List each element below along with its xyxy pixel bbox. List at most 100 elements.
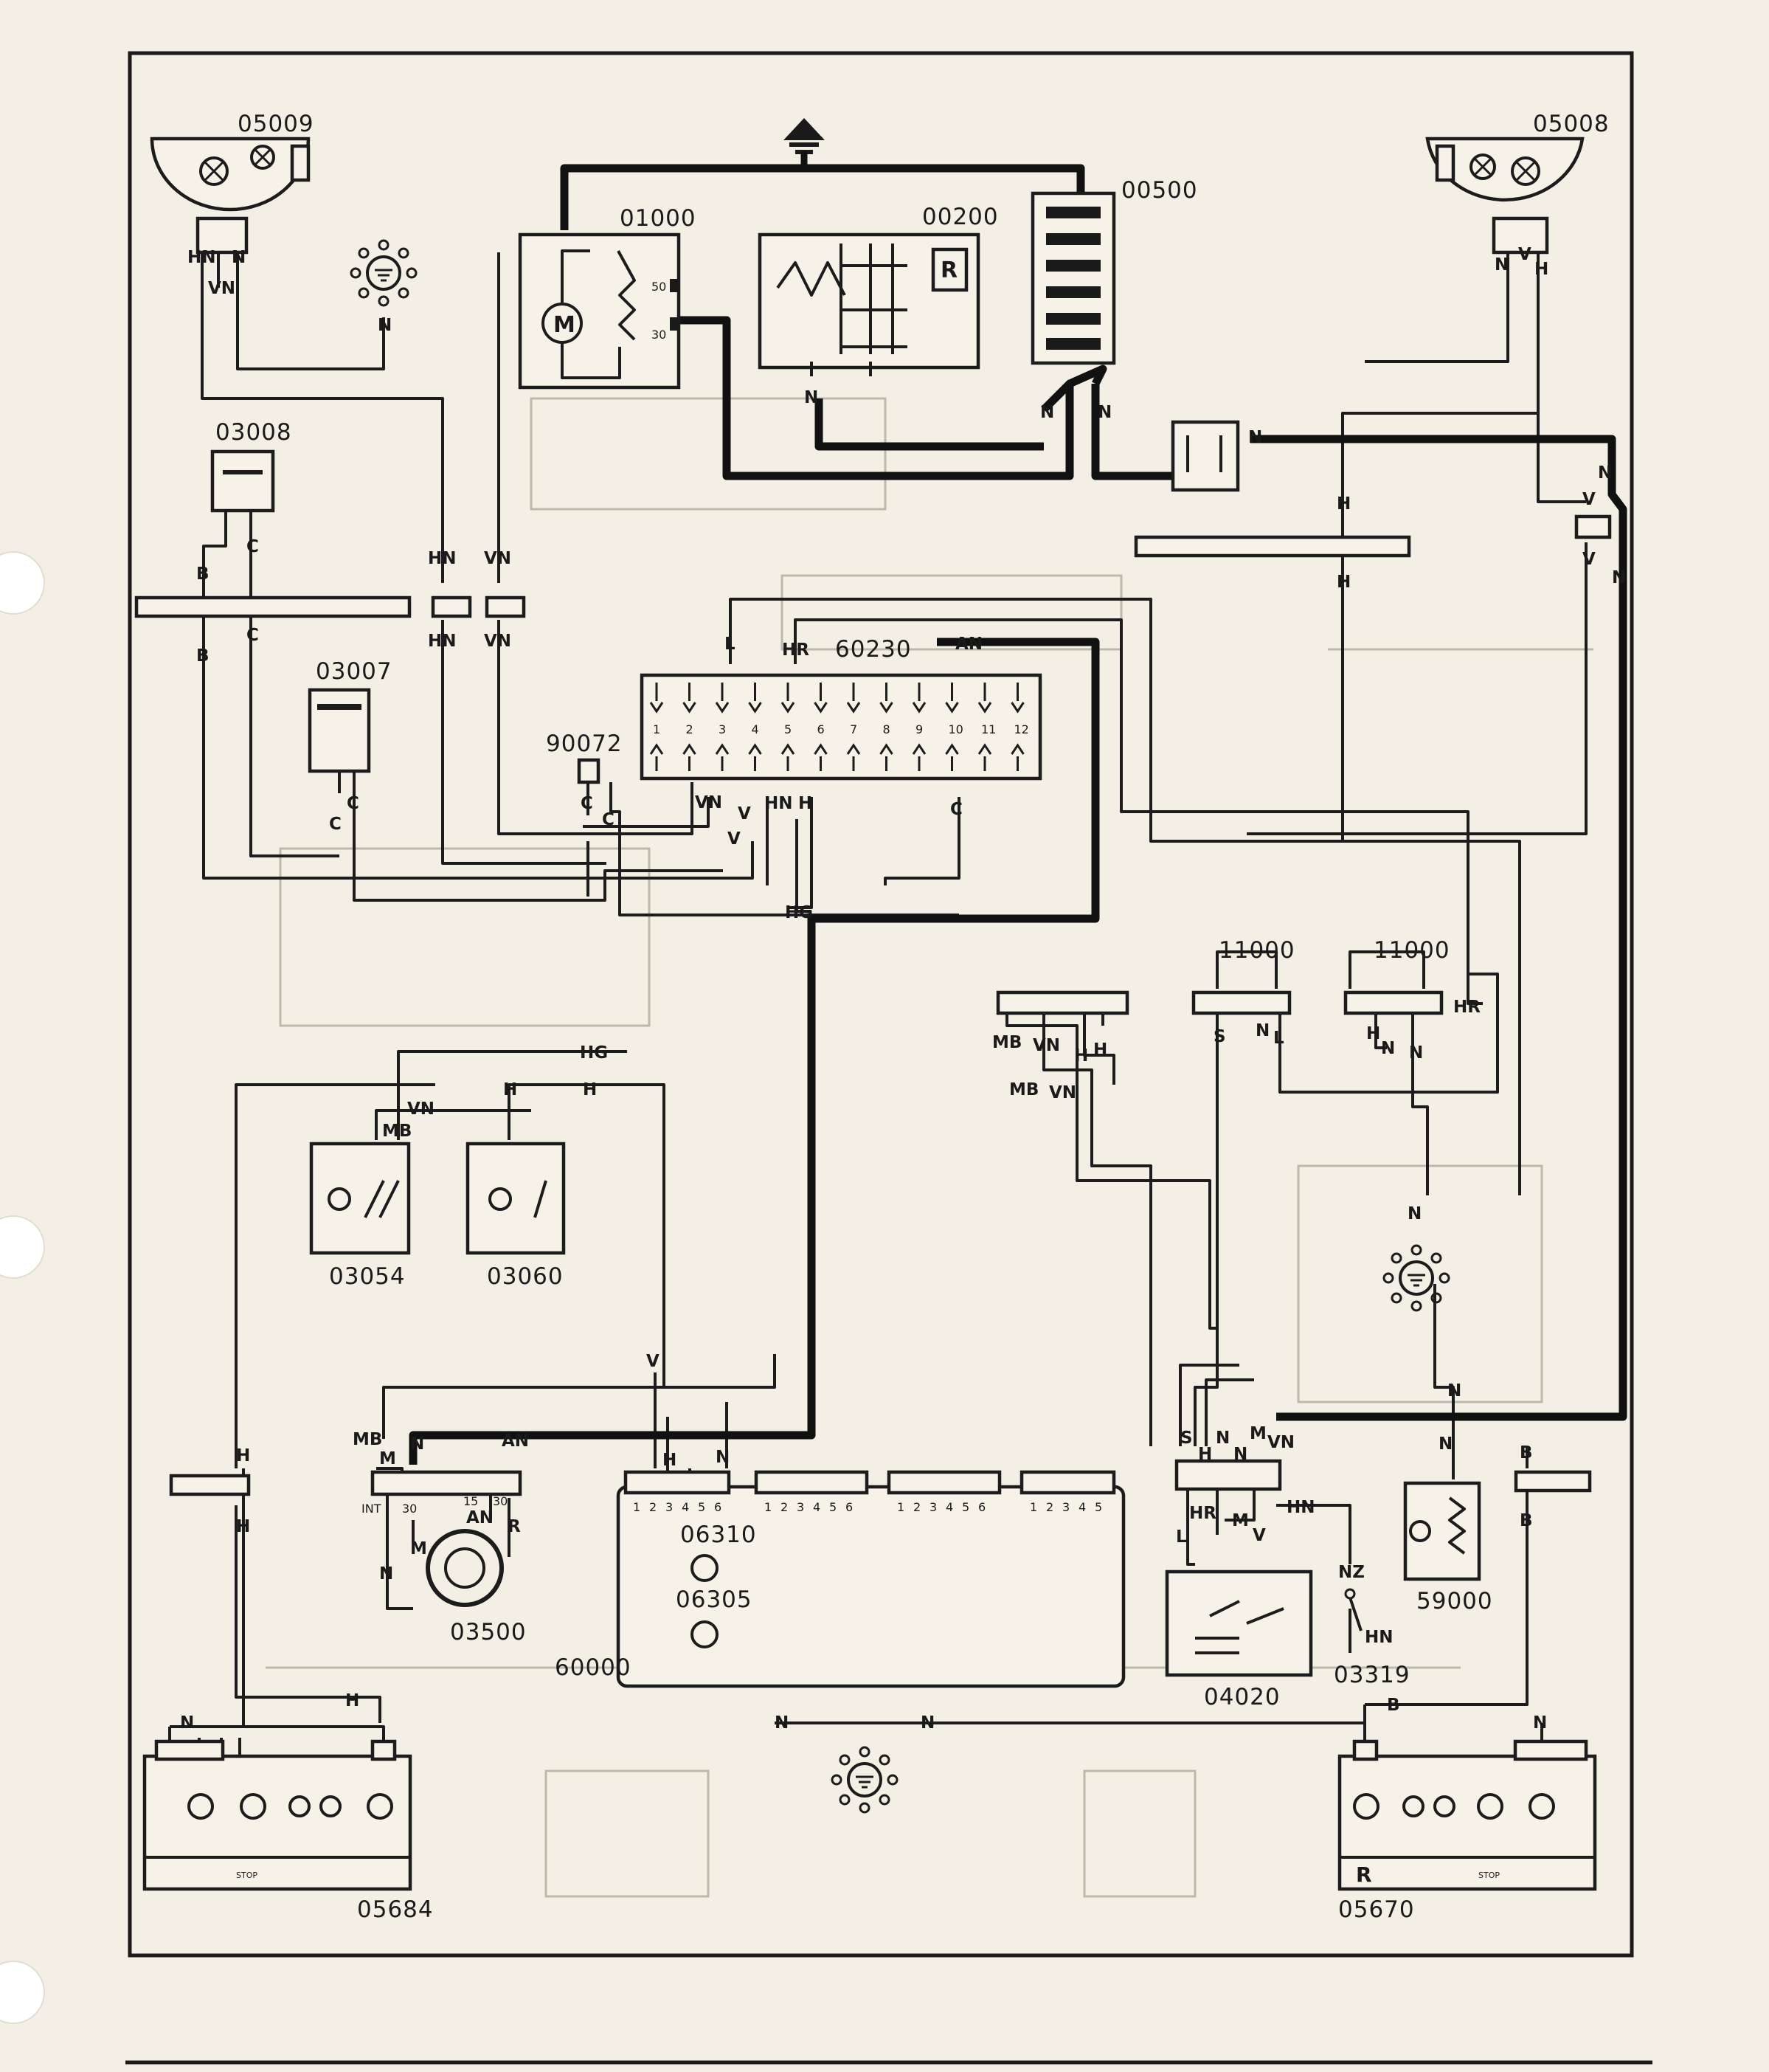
wire-label: MB (992, 1033, 1022, 1052)
pin-number: 4 (1079, 1500, 1086, 1514)
wire-label: C (329, 815, 342, 834)
wire-label: HN (428, 632, 457, 651)
wire-label: VN (484, 549, 511, 568)
pin-number: 1 (633, 1500, 640, 1514)
fuse-number: 8 (883, 722, 890, 736)
wire-label: V (1582, 550, 1596, 569)
wire-label: C (246, 537, 259, 556)
switch-03060: 03060 (465, 1142, 566, 1290)
wire-label: H (1198, 1445, 1212, 1464)
wire-label: S (1180, 1429, 1193, 1448)
wire-label: N (1381, 1039, 1395, 1058)
fuse: 8 (879, 683, 893, 771)
wire-label: H (236, 1446, 250, 1465)
ignition-switch-03500: INT 30 15 30 03500 (361, 1470, 526, 1645)
wire-label: L (1176, 1527, 1187, 1547)
wire-label: V (1518, 245, 1531, 264)
component-code: 05670 (1338, 1896, 1415, 1923)
wire-label: V (646, 1352, 660, 1371)
fuse: 4 (748, 683, 762, 771)
wire-label: N (1495, 255, 1509, 274)
fuse: 5 (780, 683, 795, 771)
pin-number: 2 (780, 1500, 788, 1514)
fuse: 7 (846, 683, 861, 771)
wire-label: S (1214, 1027, 1226, 1046)
battery-00500: 00500 (1031, 177, 1197, 365)
wire-label: N (180, 1713, 194, 1733)
fuse: 12 (1011, 683, 1029, 771)
binder-hole-middle (0, 1215, 45, 1279)
reverse-light-label: R (1356, 1862, 1372, 1887)
pin-number: 5 (829, 1500, 837, 1514)
fuse: 6 (814, 683, 828, 771)
ignition-label: INT (361, 1502, 381, 1516)
component-code: 03008 (215, 419, 292, 446)
fuse-number: 10 (949, 722, 963, 736)
fuse: 3 (715, 683, 730, 771)
fuse-number: 4 (752, 722, 759, 736)
component-code: 59000 (1416, 1588, 1493, 1615)
pin-number: 2 (649, 1500, 657, 1514)
relay-right (1171, 420, 1240, 492)
wire-label: H (583, 1080, 597, 1099)
wire-label: L (1273, 1029, 1284, 1048)
connector-90072: 90072 (546, 731, 622, 784)
fuse-number: 6 (817, 722, 825, 736)
pin-number: 4 (682, 1500, 689, 1514)
wire-label: B (196, 646, 210, 666)
pin-number: 1 (897, 1500, 904, 1514)
pin-number: 3 (665, 1500, 673, 1514)
wire-label: N (804, 388, 818, 407)
fuse-number: 9 (915, 722, 923, 736)
stop-label: STOP (1478, 1871, 1500, 1880)
component-code: 01000 (620, 205, 696, 232)
wire-label: H (503, 1080, 517, 1099)
wire-label: HR (782, 640, 809, 660)
headlight-05008: 05008 (1425, 111, 1609, 255)
wire-label: N (921, 1713, 935, 1733)
switch-03008: 03008 (210, 419, 292, 513)
fuse-number: 7 (850, 722, 857, 736)
fuse: 9 (912, 683, 927, 771)
wire-label: N (379, 1564, 393, 1584)
fuse-number: 3 (719, 722, 726, 736)
wire-label: C (581, 794, 593, 813)
rear-light-05670: R STOP 05670 (1337, 1739, 1597, 1923)
pin-number: 3 (929, 1500, 937, 1514)
earth-symbol (1382, 1244, 1450, 1312)
component-code: 11000 (1219, 937, 1295, 964)
terminal-label: 15 (463, 1494, 478, 1508)
wire-labels: HN N VN N N V H N N N N N V V N H H B B … (180, 245, 1626, 1733)
wire-label: N (1040, 403, 1054, 422)
fuse-number: 5 (784, 722, 792, 736)
component-code: 11000 (1374, 937, 1450, 964)
wire-label: C (246, 626, 259, 645)
wire-label: N (1098, 403, 1112, 422)
fuse: 10 (945, 683, 963, 771)
fuse: 2 (682, 683, 696, 771)
wire-label: M (1232, 1511, 1249, 1530)
wire-label: HN (1365, 1628, 1394, 1647)
wire-label: N (1408, 1204, 1422, 1223)
terminal-label: 30 (493, 1494, 508, 1508)
wire-label: HN (428, 549, 457, 568)
wire-label: HR (1189, 1504, 1216, 1523)
wire-label: NZ (1338, 1563, 1365, 1582)
wire-label: AN (466, 1508, 494, 1527)
earth-symbol (831, 1746, 899, 1814)
fuse-number: 12 (1014, 722, 1029, 736)
pin-number: 4 (813, 1500, 820, 1514)
wire-label: H (1337, 573, 1351, 592)
thick-wires (409, 164, 1627, 1465)
component-code: 06305 (676, 1586, 752, 1613)
wire-label: HG (580, 1043, 608, 1063)
wire-label: VN (695, 793, 722, 812)
fuse-number: 2 (686, 722, 693, 736)
binder-hole-bottom (0, 1961, 45, 2024)
